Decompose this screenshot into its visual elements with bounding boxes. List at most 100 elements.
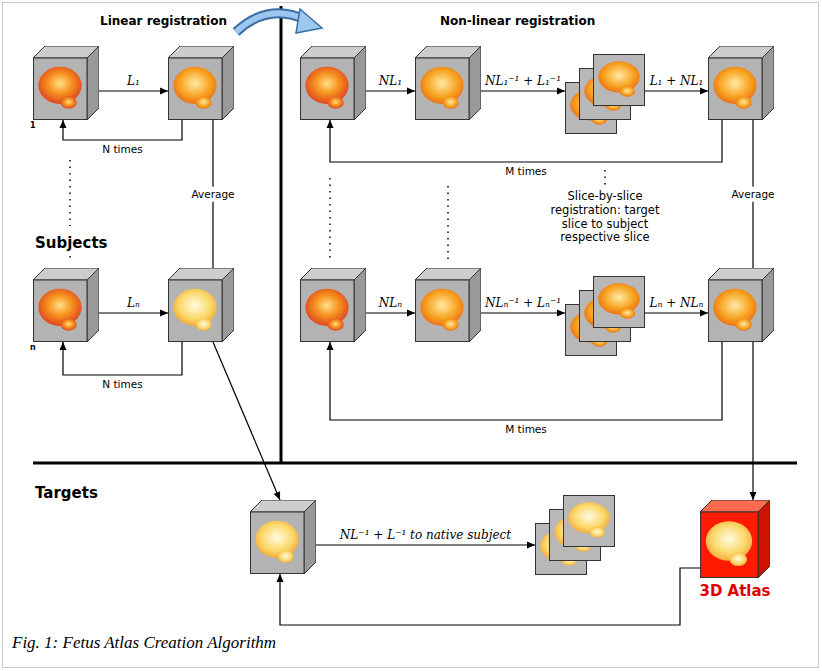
- index-label: n: [30, 343, 36, 353]
- flow-arrow: [236, 13, 306, 32]
- brain-image: [620, 86, 636, 96]
- volume-cube: [708, 268, 774, 342]
- section-divider: [280, 6, 283, 463]
- arrow-head: [557, 310, 565, 317]
- connector-line: [330, 120, 722, 162]
- edge-label: NL₁⁻¹ + L₁⁻¹: [485, 74, 561, 88]
- connector: [366, 88, 415, 95]
- brain-image: [173, 67, 216, 104]
- arrow-head: [277, 574, 284, 582]
- brain-image: [196, 96, 212, 108]
- cube-shape: [168, 268, 234, 342]
- brain-image: [255, 521, 298, 558]
- note-text: Slice-by-slice registration: target slic…: [539, 190, 671, 245]
- cube-shape: [700, 500, 770, 578]
- edge-label: Lₙ + NLₙ: [650, 296, 704, 310]
- volume-cube: [33, 46, 99, 120]
- cube-front: [709, 58, 763, 120]
- connector: [750, 342, 757, 500]
- dotted-ellipsis: [70, 160, 605, 262]
- cube-side: [469, 46, 481, 120]
- cube-shape: [300, 46, 366, 120]
- brain-image: [443, 96, 459, 108]
- brain-image: [305, 289, 348, 326]
- volume-cube: [168, 268, 234, 342]
- flow-arrow: [236, 13, 306, 32]
- connector: [327, 120, 723, 162]
- cube-side: [469, 268, 481, 342]
- brain-image: [38, 67, 81, 104]
- cube-shape: [708, 268, 774, 342]
- connector-line: [63, 120, 182, 140]
- arrow-head: [60, 120, 67, 128]
- cube-front: [34, 280, 88, 342]
- connector-line: [645, 312, 708, 313]
- brain-image: [598, 283, 640, 314]
- cube-side: [87, 46, 99, 120]
- edge-label: N times: [102, 143, 142, 156]
- brain-image: [61, 318, 77, 330]
- node-label: 3D Atlas: [699, 582, 770, 600]
- volume-cube: [415, 46, 481, 120]
- cube-front: [709, 280, 763, 342]
- volume-cube: [300, 268, 366, 342]
- arrow-head: [274, 491, 280, 500]
- connector: [327, 342, 723, 420]
- connector-line: [280, 568, 700, 625]
- arrow-head: [407, 310, 415, 317]
- section-label: Targets: [35, 484, 98, 502]
- section-heading: Non-linear registration: [440, 14, 595, 28]
- cube-side: [222, 268, 234, 342]
- brain-image: [598, 61, 640, 92]
- connector-line: [99, 312, 168, 313]
- connector: [99, 88, 168, 95]
- brain-image: [305, 67, 348, 104]
- edge-label: L₁: [127, 74, 140, 88]
- connector: [316, 542, 535, 549]
- connector: [60, 120, 183, 140]
- atlas-cube: 3D Atlas: [700, 500, 770, 578]
- cube-front: [251, 512, 305, 574]
- arrow-head: [700, 88, 708, 95]
- brain-image: [713, 67, 756, 104]
- figure-border: [3, 3, 819, 668]
- cube-shape: [300, 268, 366, 342]
- brain-image: [328, 318, 344, 330]
- cube-front: [701, 512, 759, 578]
- cube-side: [304, 500, 316, 574]
- brain-image: [730, 553, 747, 566]
- brain-image: [278, 550, 294, 562]
- connector: [645, 310, 708, 317]
- cube-front: [301, 58, 355, 120]
- volume-cube: [33, 268, 99, 342]
- connector: [481, 88, 565, 95]
- connector-line: [330, 342, 722, 420]
- cube-front: [301, 280, 355, 342]
- cube-side: [762, 46, 774, 120]
- connector-line: [316, 544, 535, 545]
- dotted-ellipsis: [604, 170, 606, 186]
- section-label: Subjects: [35, 234, 108, 252]
- dotted-ellipsis: [447, 186, 449, 262]
- brain-image: [736, 96, 752, 108]
- cube-side: [762, 268, 774, 342]
- figure-caption: Fig. 1: Fetus Atlas Creation Algorithm: [12, 633, 276, 653]
- edge-label: Lₙ: [127, 296, 140, 310]
- connector-line: [213, 342, 280, 500]
- cube-shape: [168, 46, 234, 120]
- connector: [213, 342, 280, 500]
- edge-label: Average: [189, 187, 236, 202]
- edge-label: NL⁻¹ + L⁻¹ to native subject: [326, 528, 526, 542]
- connector: [366, 310, 415, 317]
- cube-side: [222, 46, 234, 120]
- slice: [564, 496, 615, 547]
- arrow-head: [160, 88, 168, 95]
- brain-image: [706, 521, 752, 561]
- slice: [594, 277, 645, 328]
- slice-stack-shape: [535, 495, 615, 575]
- connector-line: [645, 90, 708, 91]
- connector-line: [752, 342, 753, 500]
- edge-label: Average: [729, 187, 776, 202]
- flow-arrow: [236, 9, 322, 33]
